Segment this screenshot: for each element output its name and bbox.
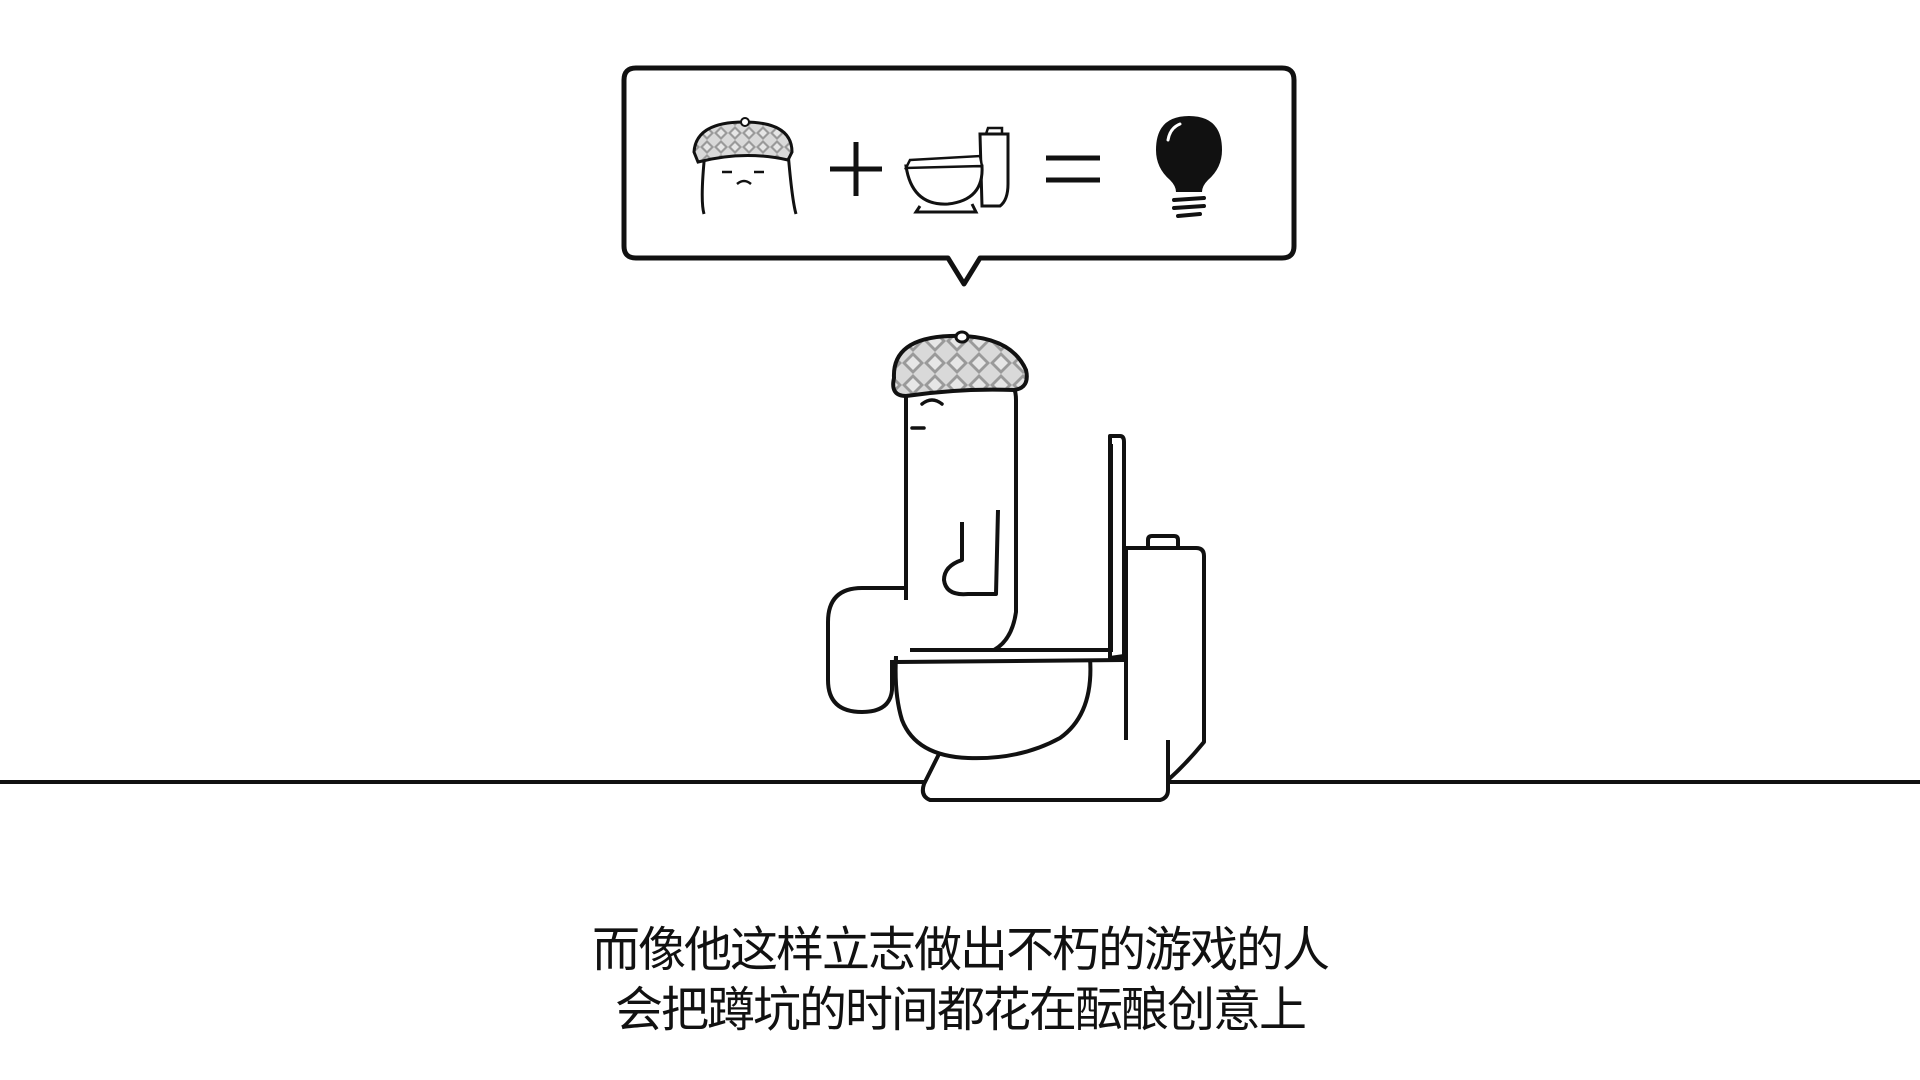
- plus-icon: [830, 142, 882, 196]
- lightbulb-icon: [1156, 116, 1222, 218]
- toilet-icon: [903, 126, 1010, 214]
- character: [826, 330, 1029, 714]
- subtitle-line-1: 而像他这样立志做出不朽的游戏的人: [591, 922, 1330, 978]
- toilet: [893, 434, 1206, 802]
- subtitle-line-2: 会把蹲坑的时间都花在酝酿创意上: [614, 982, 1307, 1038]
- character-icon: [692, 117, 798, 215]
- equals-icon: [1046, 155, 1100, 183]
- subtitle: 而像他这样立志做出不朽的游戏的人 会把蹲坑的时间都花在酝酿创意上: [0, 920, 1920, 1040]
- thought-bubble: [621, 65, 1297, 287]
